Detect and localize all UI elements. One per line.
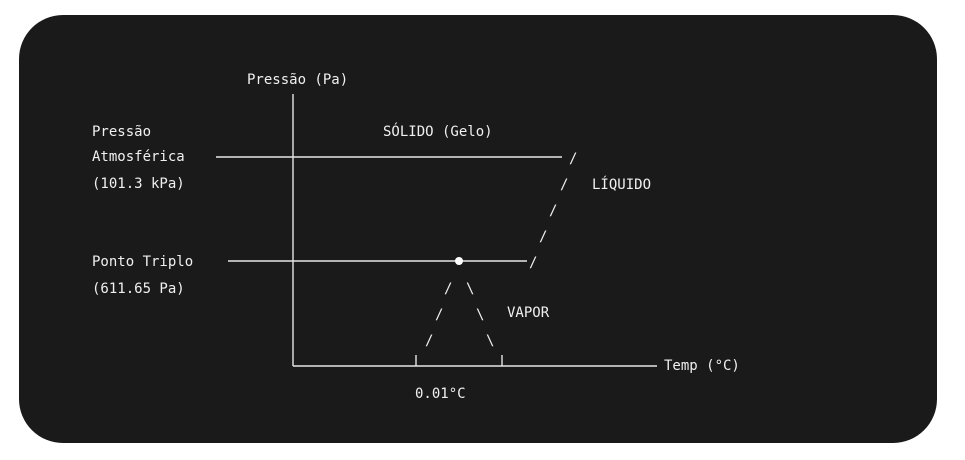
region-solid-label: SÓLIDO (Gelo) bbox=[383, 124, 493, 140]
liquid-boundary-slash-3: / bbox=[549, 203, 558, 219]
liquid-boundary-slash-4: / bbox=[539, 229, 548, 245]
y-axis-label: Pressão (Pa) bbox=[247, 72, 349, 88]
triple-point-marker bbox=[455, 257, 463, 265]
liquid-boundary-slash-5: / bbox=[529, 255, 538, 271]
diagram-panel bbox=[19, 15, 937, 443]
region-vapor-label: VAPOR bbox=[507, 305, 550, 321]
vapor-boundary-right-3: \ bbox=[486, 333, 495, 349]
atm-label-line1: Pressão bbox=[92, 124, 152, 140]
triple-temp-label: 0.01°C bbox=[415, 386, 466, 402]
vapor-boundary-left-1: / bbox=[444, 281, 453, 297]
vapor-boundary-left-2: / bbox=[435, 307, 444, 323]
vapor-boundary-right-1: \ bbox=[466, 281, 475, 297]
atm-label-line3: (101.3 kPa) bbox=[92, 176, 185, 192]
region-liquid-label: LÍQUIDO bbox=[592, 177, 652, 193]
liquid-boundary-slash-2: / bbox=[560, 177, 569, 193]
triple-label-line2: (611.65 Pa) bbox=[92, 281, 185, 297]
atm-label-line2: Atmosférica bbox=[92, 149, 185, 165]
vapor-boundary-right-2: \ bbox=[476, 307, 485, 323]
vapor-boundary-left-3: / bbox=[425, 333, 434, 349]
triple-label-line1: Ponto Triplo bbox=[92, 254, 194, 270]
x-axis-label: Temp (°C) bbox=[664, 358, 740, 374]
liquid-boundary-slash-1: / bbox=[569, 151, 578, 167]
